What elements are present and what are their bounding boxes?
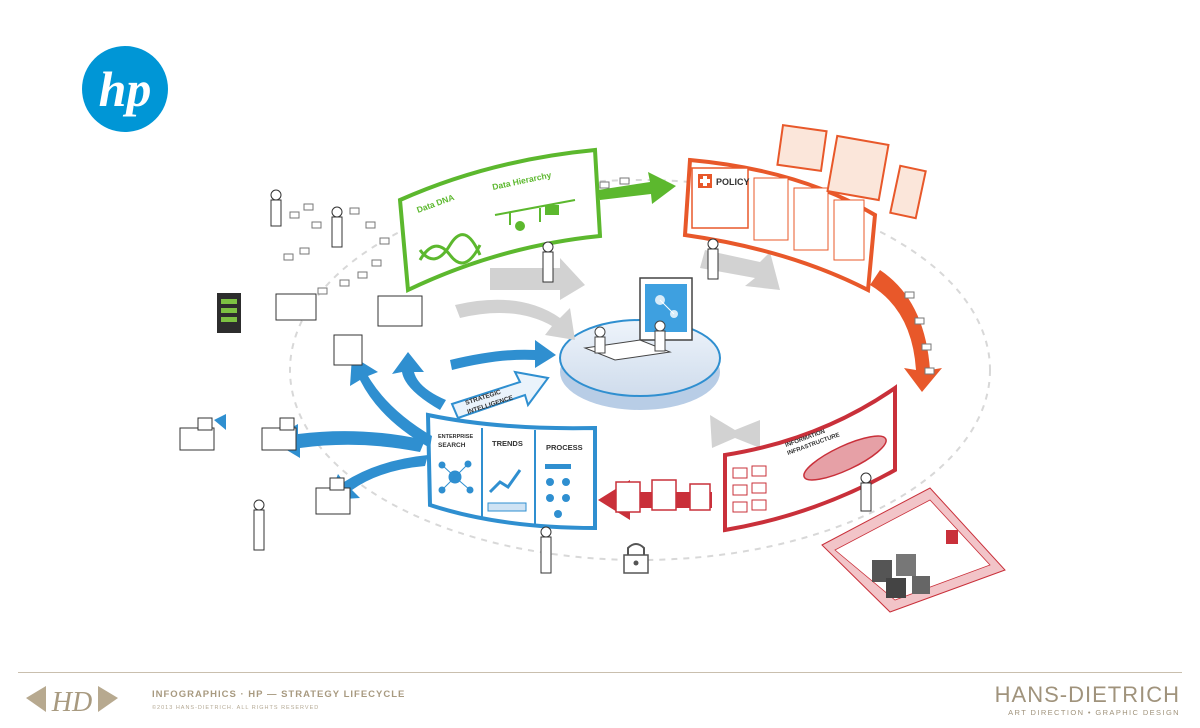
people-figures bbox=[253, 189, 872, 574]
enterprise-search-line2: SEARCH bbox=[438, 442, 466, 449]
red-panel: INFORMATION INFRASTRUCTURE bbox=[723, 384, 1006, 613]
server-rack-icon bbox=[217, 293, 241, 333]
data-cards-stream bbox=[283, 177, 935, 375]
lock-icon bbox=[623, 543, 649, 574]
document-cards bbox=[615, 479, 711, 513]
process-flow-icon bbox=[545, 464, 571, 518]
hd-monogram-text: HD bbox=[51, 687, 92, 718]
green-arrow bbox=[598, 172, 676, 204]
footer-copyright: ©2013 HANS-DIETRICH. ALL RIGHTS RESERVED bbox=[152, 705, 320, 711]
trend-chart-icon bbox=[487, 469, 527, 512]
dna-icon bbox=[418, 233, 482, 265]
brand-tagline: ART DIRECTION • GRAPHIC DESIGN bbox=[1008, 708, 1180, 717]
brand-name: HANS-DIETRICH bbox=[994, 682, 1180, 707]
network-graph-icon bbox=[438, 460, 474, 494]
blue-panel: ENTERPRISE SEARCH TRENDS PROCESS STRATEG… bbox=[425, 370, 597, 531]
inner-arrows bbox=[455, 250, 780, 448]
trends-label: TRENDS bbox=[492, 439, 523, 448]
orange-panel: POLICY bbox=[682, 124, 927, 294]
workstations bbox=[179, 293, 423, 515]
hp-logo-text: hp bbox=[99, 61, 152, 117]
central-platform bbox=[559, 277, 721, 410]
footer-divider bbox=[18, 672, 1182, 673]
medical-cross-icon bbox=[698, 174, 712, 188]
footer-brand: HANS-DIETRICH ART DIRECTION • GRAPHIC DE… bbox=[994, 682, 1180, 718]
footer-title: INFOGRAPHICS · HP — STRATEGY LIFECYCLE bbox=[152, 689, 406, 700]
policy-label: POLICY bbox=[716, 177, 750, 187]
process-label: PROCESS bbox=[546, 443, 583, 452]
enterprise-search-line1: ENTERPRISE bbox=[438, 434, 473, 440]
blue-distribution-arrows bbox=[270, 340, 556, 500]
hd-monogram-icon: HD bbox=[26, 686, 118, 718]
hp-logo-icon: hp bbox=[82, 46, 168, 132]
green-panel: Data DNA Data Hierarchy bbox=[397, 147, 603, 294]
orange-arrow bbox=[870, 270, 942, 392]
